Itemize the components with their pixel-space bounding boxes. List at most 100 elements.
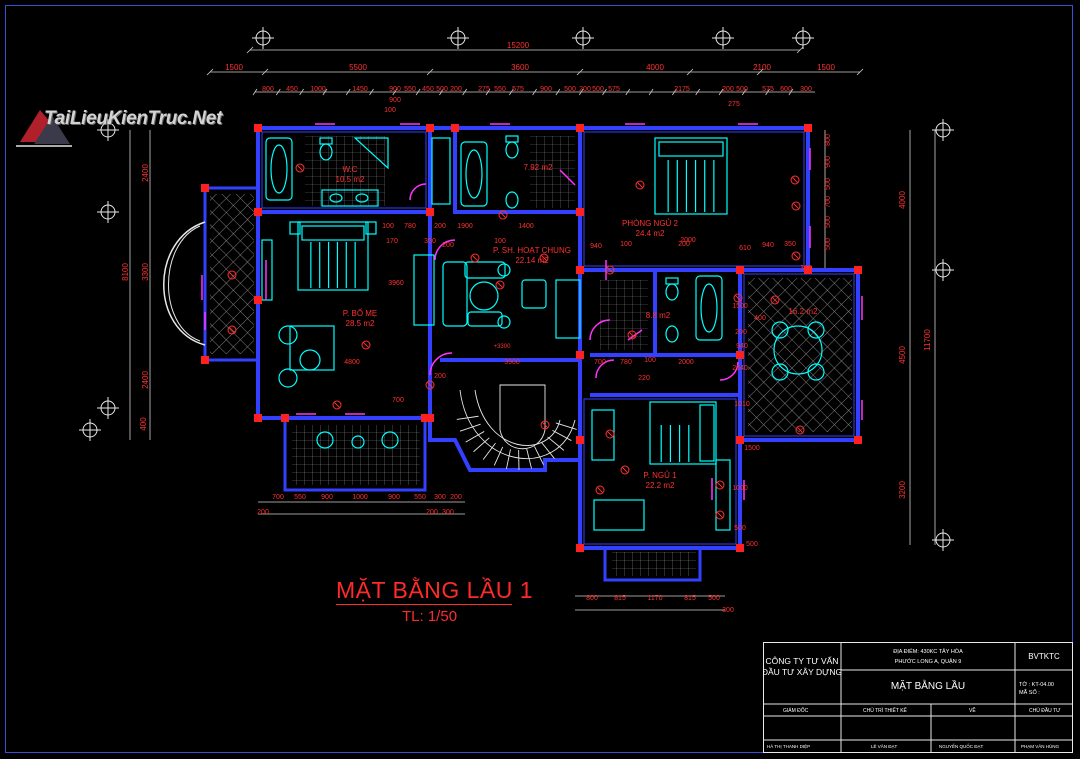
dim-right-small: 800 xyxy=(825,134,832,146)
column xyxy=(576,436,584,444)
light-fixture xyxy=(425,380,435,390)
dim-left-outer: 8100 xyxy=(121,263,130,281)
dim-top-row2: 1500 xyxy=(817,63,835,72)
light-fixture xyxy=(332,400,342,410)
dim-bottom-left: 550 xyxy=(294,494,306,501)
light-fixture xyxy=(605,265,615,275)
room-name: W.C xyxy=(342,165,357,174)
room-name: PHÒNG NGỦ 2 xyxy=(622,219,679,228)
dim-top-small: 100 xyxy=(384,107,396,114)
dim-bottom-left: 700 xyxy=(272,494,284,501)
tb-name-drawer: NGUYỄN QUỐC ĐẠT xyxy=(939,743,984,749)
dim-left-inner: 3300 xyxy=(141,263,150,281)
column xyxy=(576,124,584,132)
column xyxy=(254,124,262,132)
axis-bubbles xyxy=(79,27,954,551)
column xyxy=(254,414,262,422)
dim-top-row3: 200 xyxy=(722,86,734,93)
dim-top-row3: 275 xyxy=(478,86,490,93)
column xyxy=(736,436,744,444)
dim-inner: 4800 xyxy=(344,359,360,366)
column xyxy=(736,266,744,274)
dim-left-inner: 400 xyxy=(139,417,148,431)
light-fixture xyxy=(627,330,637,340)
dimension-lines xyxy=(129,49,936,611)
dim-inner: 220 xyxy=(638,375,650,382)
tb-name-chief: LÊ VĂN ĐẠT xyxy=(871,742,898,749)
dim-right-small: 500 xyxy=(825,216,832,228)
dim-bottom-left: 1000 xyxy=(352,494,368,501)
dim-bottom-left: 900 xyxy=(321,494,333,501)
dim-bottom-right: 815 xyxy=(684,595,696,602)
drawing-scale: TL: 1/50 xyxy=(402,608,458,625)
dim-overall-top: 15200 xyxy=(507,41,530,50)
tb-location-1: ĐỊA ĐIỂM: 430KC TÂY HÒA xyxy=(893,648,963,655)
room-name: P. NGỦ 1 xyxy=(643,471,677,480)
dim-inner: 940 xyxy=(736,343,748,350)
dim-top-row3: 500 xyxy=(436,86,448,93)
dim-inner: 1000 xyxy=(732,485,748,492)
column xyxy=(854,436,862,444)
dim-top-row3: 450 xyxy=(422,86,434,93)
column xyxy=(576,351,584,359)
light-fixture xyxy=(715,480,725,490)
axis-bubble xyxy=(97,201,119,223)
dim-right-inner: 4000 xyxy=(898,191,907,209)
column xyxy=(804,124,812,132)
dim-inner: 100 xyxy=(644,357,656,364)
drawing-title: MẶT BẰNG LẦU 1 xyxy=(336,577,534,603)
column xyxy=(576,208,584,216)
bottom-balcony xyxy=(612,552,696,576)
column xyxy=(426,208,434,216)
dim-top-row3: 600 xyxy=(780,86,792,93)
dim-inner: 2000 xyxy=(678,359,694,366)
column xyxy=(426,124,434,132)
column xyxy=(804,266,812,274)
axis-bubble xyxy=(79,419,101,441)
watermark-logo-icon xyxy=(16,110,72,147)
dim-inner: 780 xyxy=(404,223,416,230)
light-fixture xyxy=(791,201,801,211)
dim-inner: 3900 xyxy=(504,359,520,366)
dim-top-small: 900 xyxy=(389,97,401,104)
dim-top-row3: 1000 xyxy=(310,86,326,93)
dim-inner: 610 xyxy=(739,245,751,252)
dim-inner: 500 xyxy=(734,525,746,532)
room-area: 16.2 m2 xyxy=(789,307,818,316)
furniture xyxy=(261,135,825,531)
light-fixture xyxy=(605,429,615,439)
light-fixture xyxy=(227,270,237,280)
dim-bottom-left2: 300 xyxy=(442,509,454,516)
drawing-frame xyxy=(5,5,1073,753)
dim-top-row3: 900 xyxy=(389,86,401,93)
dim-top-small: 275 xyxy=(728,101,740,108)
dim-left-inner: 2400 xyxy=(141,371,150,389)
dim-inner: 170 xyxy=(386,238,398,245)
column xyxy=(281,414,289,422)
room-name: P. BỐ MẸ xyxy=(343,308,378,318)
dim-inner: 1400 xyxy=(518,223,534,230)
dim-inner: 500 xyxy=(746,541,758,548)
light-fixture xyxy=(795,425,805,435)
dim-top-row3: 200 xyxy=(450,86,462,93)
dim-top-row3: 550 xyxy=(494,86,506,93)
dim-bottom-left: 300 xyxy=(434,494,446,501)
tb-drawing-name: MẶT BẰNG LẦU xyxy=(891,679,965,692)
column xyxy=(854,266,862,274)
dim-inner: 100 xyxy=(382,223,394,230)
dim-top-row2: 1500 xyxy=(225,63,243,72)
dim-top-row2: 5500 xyxy=(349,63,367,72)
columns xyxy=(201,124,862,552)
column xyxy=(451,124,459,132)
dim-bottom-left: 550 xyxy=(414,494,426,501)
dim-inner: 200 xyxy=(434,223,446,230)
column xyxy=(736,351,744,359)
dim-bottom-right: 815 xyxy=(614,595,626,602)
light-fixture xyxy=(791,251,801,261)
dim-right-small: 500 xyxy=(825,178,832,190)
room-area: 22.14 m2 xyxy=(515,256,549,265)
column xyxy=(254,208,262,216)
dim-top-row3: 500 xyxy=(736,86,748,93)
tb-company-2: ĐẦU TƯ XÂY DỰNG xyxy=(763,667,842,677)
